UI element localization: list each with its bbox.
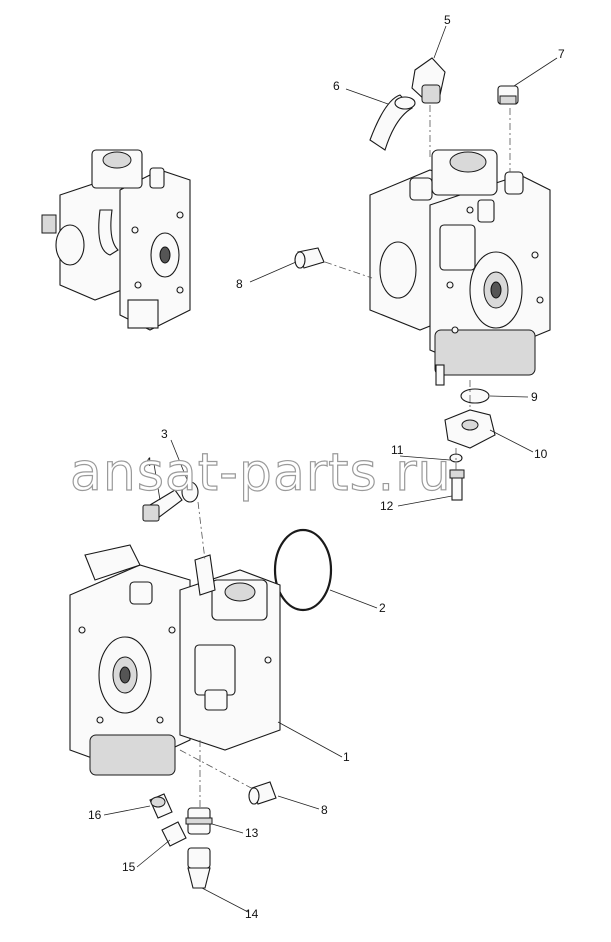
callout-3: 3 (161, 427, 168, 441)
callout-4: 4 (145, 455, 152, 469)
large-o-ring-part-2 (273, 528, 333, 612)
callout-10: 10 (534, 447, 548, 461)
callout-5: 5 (444, 13, 451, 27)
callout-13: 13 (245, 826, 259, 840)
bolt-part-12 (449, 469, 465, 501)
callout-8-upper: 8 (236, 277, 243, 291)
callout-12: 12 (380, 499, 394, 513)
callout-labels: 1 2 3 4 5 6 7 8 8 9 10 11 12 13 14 15 16 (88, 13, 565, 921)
callout-14: 14 (245, 907, 259, 921)
callout-7: 7 (558, 47, 565, 61)
pin-part-8-lower (248, 781, 277, 805)
fitting-part-15 (161, 821, 187, 847)
upper-pump-assembly (369, 149, 551, 386)
pin-part-8-upper (294, 247, 325, 269)
o-ring-part-9 (460, 388, 490, 404)
callout-8-lower: 8 (321, 803, 328, 817)
leader-lines (103, 25, 558, 913)
fitting-part-13 (185, 807, 213, 835)
callout-11: 11 (391, 443, 404, 457)
watermark-text: ansat-parts.ru (70, 443, 452, 503)
bolt-part-4 (142, 489, 183, 522)
callout-2: 2 (379, 601, 386, 615)
washer-part-3 (181, 481, 199, 503)
fitting-part-16 (149, 793, 173, 819)
plug-part-7 (497, 85, 519, 105)
elbow-fitting-part-5 (411, 57, 446, 104)
callout-9: 9 (531, 390, 538, 404)
main-pump-assembly-part-1 (69, 544, 281, 776)
flange-part-10 (444, 409, 496, 449)
callout-15: 15 (122, 860, 136, 874)
fitting-part-14 (187, 847, 211, 889)
reference-pump-assembly (41, 149, 191, 331)
bent-hose-part-6 (369, 94, 416, 151)
assembly-center-lines (179, 105, 511, 808)
callout-16: 16 (88, 808, 102, 822)
callout-1: 1 (343, 750, 350, 764)
callout-6: 6 (333, 79, 340, 93)
